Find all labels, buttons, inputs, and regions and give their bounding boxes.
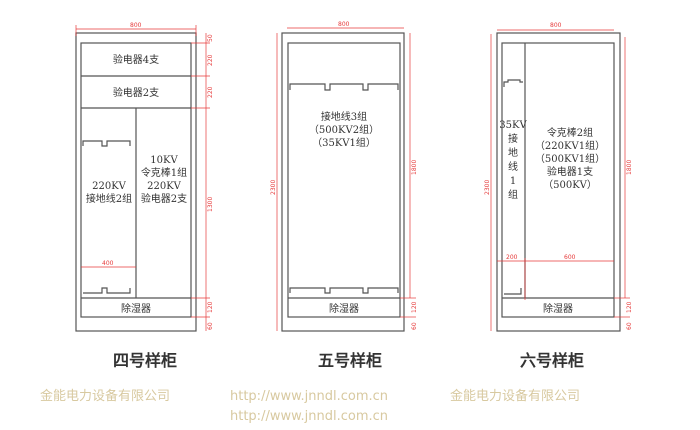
right-label: 令克棒1组 [141, 166, 187, 179]
dim-base: 60 [207, 322, 214, 330]
left-label: 220KV [92, 181, 127, 192]
dim-left-width: 400 [102, 260, 114, 267]
dim-shelf2: 220 [207, 86, 214, 98]
dim-base: 60 [626, 322, 633, 330]
cabinet-outer [281, 32, 405, 332]
dimensions: 800 50 220 220 1300 120 60 400 [75, 22, 214, 331]
watermark-company-2: 金能电力设备有限公司 [450, 388, 580, 404]
right-label: 10KV [150, 155, 178, 166]
dim-drawer: 120 [626, 301, 633, 313]
cabinet-inner [287, 42, 401, 318]
right-label: （220KV1组） [535, 139, 605, 152]
dim-base: 60 [411, 322, 418, 330]
content-label: （500KV2组） [309, 123, 379, 136]
hook-rail-top [289, 83, 399, 91]
dim-width: 800 [130, 22, 142, 29]
hook-rail-bottom [504, 288, 522, 295]
content-label: （35KV1组） [312, 136, 376, 149]
cabinet-inner [80, 42, 192, 318]
right-label: 验电器2支 [141, 192, 187, 205]
watermark-url-2: http://www.jnndl.com.cn [230, 409, 388, 424]
right-label: 验电器1支 [547, 165, 593, 178]
dehumidifier-label: 除湿器 [543, 302, 573, 315]
dim-width: 800 [338, 21, 350, 28]
cabinet-outer [496, 32, 621, 332]
dim-drawer: 120 [207, 301, 214, 313]
dim-shelf1: 220 [207, 54, 214, 66]
right-label: 220KV [147, 181, 182, 192]
left-label: 地 [508, 146, 518, 159]
content-label: 接地线3组 [321, 110, 367, 123]
left-label: 接 [508, 132, 518, 145]
watermark: 金能电力设备有限公司 http://www.jnndl.com.cn 金能电力设… [40, 388, 580, 424]
left-label: 1 [510, 176, 516, 187]
cabinet-caption: 六号样柜 [520, 351, 584, 370]
dim-main: 1300 [207, 197, 214, 212]
hook-rail-top [82, 140, 131, 147]
cabinet-caption: 四号样柜 [113, 351, 177, 370]
dim-top: 50 [207, 34, 214, 42]
cabinet-inner [501, 42, 615, 318]
right-label: （500KV1组） [535, 152, 605, 165]
dimensions: 800 2300 1800 120 60 [270, 21, 418, 331]
dim-width: 800 [550, 22, 562, 29]
dim-height: 2300 [484, 180, 491, 195]
dim-main: 1800 [411, 160, 418, 175]
dehumidifier-label: 除湿器 [329, 302, 359, 315]
right-label: （500KV） [543, 179, 597, 191]
cabinet-5: 接地线3组 （500KV2组） （35KV1组） 除湿器 800 2300 18… [270, 21, 418, 370]
cabinet-caption: 五号样柜 [318, 351, 382, 370]
dim-main: 1800 [626, 160, 633, 175]
hook-rail-bottom [83, 287, 131, 294]
dim-height: 2300 [270, 180, 277, 195]
dehumidifier-label: 除湿器 [121, 302, 151, 315]
cabinet-6: 35KV 接 地 线 1 组 令克棒2组 （220KV1组） （500KV1组）… [484, 22, 633, 370]
watermark-url: http://www.jnndl.com.cn [230, 389, 388, 404]
dimensions: 800 2300 1800 120 60 200 600 [484, 22, 633, 331]
hook-rail-top [503, 79, 523, 87]
shelf-2-label: 验电器2支 [113, 86, 159, 99]
dim-drawer: 120 [411, 301, 418, 313]
left-label: 组 [508, 188, 518, 201]
watermark-company: 金能电力设备有限公司 [40, 388, 170, 404]
hook-rail-bottom [289, 287, 399, 294]
cabinet-outer [75, 32, 197, 332]
cabinet-4: 验电器4支 验电器2支 220KV 接地线2组 10KV 令克棒1组 220KV… [75, 22, 214, 370]
dim-left-width: 200 [506, 254, 518, 261]
right-label: 令克棒2组 [547, 126, 593, 139]
dim-right-width: 600 [564, 254, 576, 261]
left-label: 接地线2组 [86, 192, 132, 205]
left-label: 线 [508, 160, 518, 173]
left-label: 35KV [499, 120, 527, 131]
shelf-1-label: 验电器4支 [113, 53, 159, 66]
